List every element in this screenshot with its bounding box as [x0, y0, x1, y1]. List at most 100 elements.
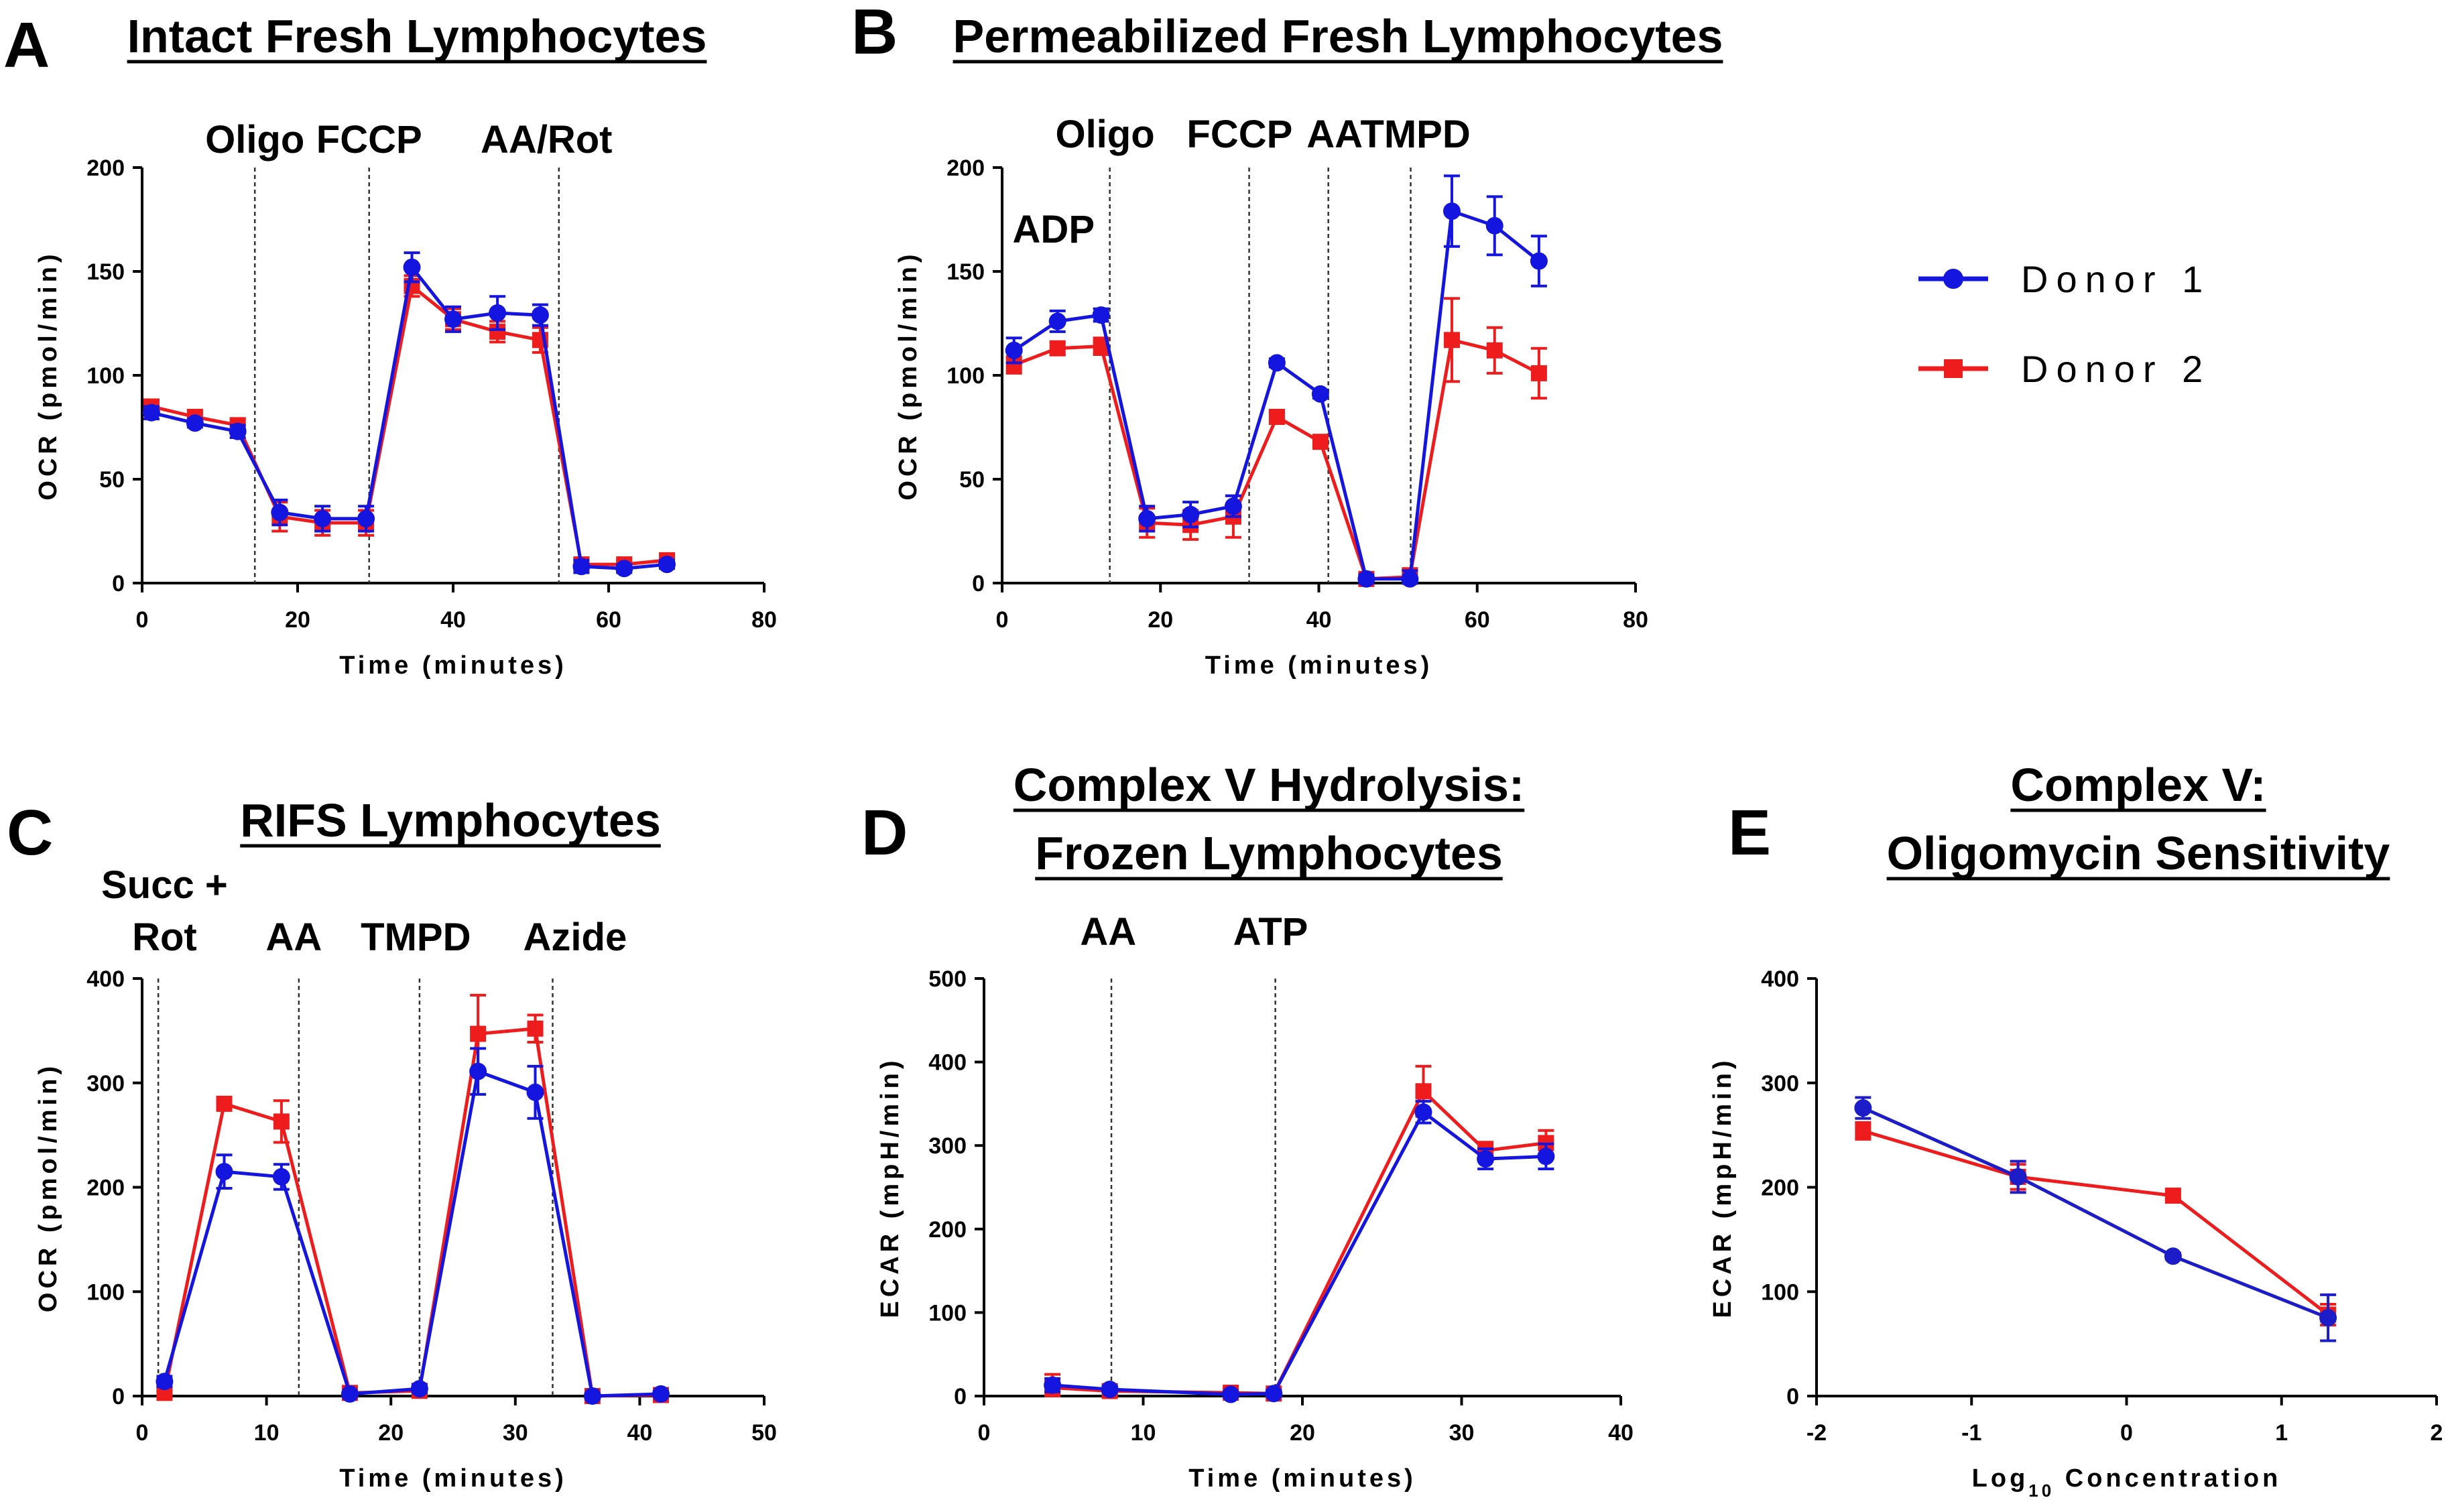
y-axis-title: ECAR (mpH/min) [1709, 1056, 1737, 1318]
y-tick-label: 200 [86, 1176, 125, 1201]
y-tick-label: 50 [959, 467, 985, 493]
data-point [1855, 1123, 1872, 1139]
data-point [1357, 570, 1375, 588]
data-point [1414, 1103, 1432, 1121]
data-point [341, 1385, 359, 1403]
x-axis-title: Time (minutes) [339, 651, 567, 680]
data-point [470, 1025, 487, 1042]
x-axis-title-subscript: 10 [2028, 1480, 2054, 1501]
panel-letter: D [861, 797, 908, 869]
data-point [1486, 342, 1503, 359]
data-point [1005, 341, 1023, 359]
data-point [1485, 216, 1504, 235]
y-tick-label: 100 [86, 363, 125, 389]
data-point [410, 1380, 428, 1398]
y-tick-label: 150 [86, 259, 125, 285]
data-point [1268, 409, 1285, 425]
legend-marker-circle [1943, 269, 1963, 289]
y-tick-label: 400 [928, 1050, 967, 1076]
data-point [1312, 434, 1329, 450]
y-axis-title: OCR (pmol/min) [34, 1062, 62, 1312]
legend-label: Donor 1 [2021, 258, 2211, 300]
data-point [1537, 1147, 1555, 1166]
data-point [1477, 1150, 1495, 1168]
data-point [156, 1373, 174, 1391]
injection-label: AA [1306, 113, 1363, 156]
y-tick-label: 100 [946, 363, 985, 389]
x-tick-label: 20 [378, 1420, 404, 1446]
y-tick-label: 200 [928, 1217, 967, 1243]
series-line [1013, 338, 1540, 581]
data-point [216, 1095, 233, 1112]
x-axis-title: Time (minutes) [1188, 1464, 1416, 1493]
data-point [186, 414, 204, 432]
data-point [1049, 340, 1066, 357]
legend: Donor 1 Donor 2 [1918, 258, 2211, 390]
data-point [1222, 1385, 1240, 1403]
data-point [272, 1168, 290, 1186]
data-point [1092, 306, 1110, 324]
series-donor-1 [1854, 1096, 2337, 1342]
data-point [273, 1113, 290, 1130]
data-point [357, 509, 375, 527]
series-donor-1 [1044, 1100, 1555, 1403]
data-point [229, 422, 247, 440]
y-tick-label: 100 [928, 1300, 967, 1326]
x-tick-label: 30 [503, 1420, 528, 1446]
data-point [1101, 1381, 1119, 1399]
data-point [583, 1387, 601, 1405]
data-point [2164, 1247, 2182, 1265]
x-tick-label: 0 [136, 607, 149, 633]
y-tick-label: 400 [1761, 966, 1799, 992]
y-tick-label: 300 [1761, 1071, 1799, 1096]
y-tick-label: 0 [1786, 1384, 1799, 1409]
injection-label: AA [266, 916, 322, 959]
y-tick-label: 100 [86, 1279, 125, 1305]
chart-title: Complex V: [2010, 759, 2266, 811]
x-tick-label: 1 [2275, 1420, 2288, 1446]
injection-label: FCCP [1186, 113, 1292, 156]
data-point [615, 560, 633, 578]
y-tick-label: 150 [946, 259, 985, 285]
x-tick-label: 10 [1131, 1420, 1156, 1446]
data-point [1265, 1385, 1283, 1403]
data-point [526, 1083, 544, 1101]
chart-subtitle: Oligomycin Sensitivity [1887, 827, 2390, 879]
series-donor-1 [1005, 174, 1548, 588]
data-point [142, 403, 160, 422]
data-point [1044, 1376, 1062, 1394]
injection-label: ADP [1013, 208, 1095, 251]
x-axis-title: Time (minutes) [1205, 651, 1433, 680]
series-donor-1 [142, 251, 676, 578]
injection-label: TMPD [1360, 113, 1470, 156]
y-tick-label: 200 [946, 155, 985, 181]
data-point [1530, 365, 1547, 381]
y-tick-label: 300 [86, 1071, 125, 1096]
data-point [658, 556, 676, 574]
x-tick-label: 2 [2431, 1420, 2443, 1446]
data-point [444, 310, 462, 328]
y-tick-label: 200 [1761, 1176, 1799, 1201]
injection-label: Oligo [1055, 113, 1154, 156]
panel-letter: A [3, 9, 50, 81]
data-point [572, 558, 591, 576]
x-tick-label: 30 [1449, 1420, 1475, 1446]
series-line [1862, 1129, 2329, 1316]
x-tick-label: 40 [1608, 1420, 1634, 1446]
chart-title: Intact Fresh Lymphocytes [127, 10, 707, 62]
chart-subtitle: Frozen Lymphocytes [1035, 827, 1503, 879]
legend-entry-donor-2: Donor 2 [1918, 348, 2203, 390]
data-point [2009, 1168, 2027, 1186]
series-donor-2 [1044, 1064, 1554, 1402]
x-tick-label: 60 [1465, 607, 1490, 633]
injection-label: Azide [524, 916, 627, 959]
x-tick-label: 10 [254, 1420, 280, 1446]
y-tick-label: 200 [86, 155, 125, 181]
y-axis-title: ECAR (mpH/min) [876, 1056, 904, 1318]
data-point [314, 509, 332, 527]
data-point [1093, 338, 1109, 355]
x-tick-label: 0 [978, 1420, 991, 1446]
y-axis-title: OCR (pmol/min) [34, 250, 62, 500]
data-point [1048, 312, 1066, 330]
